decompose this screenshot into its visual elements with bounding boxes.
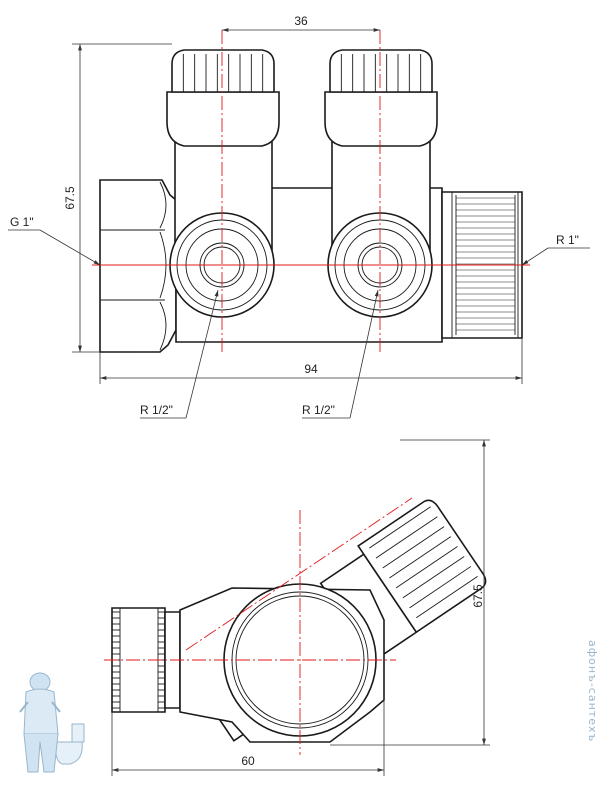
inlet-thread-label: G 1"	[10, 215, 34, 229]
dim-width-side-label: 60	[241, 754, 255, 768]
dim-width-side	[111, 700, 385, 776]
branch-right-thread-label: R 1/2"	[302, 403, 335, 417]
outlet-thread-label: R 1"	[556, 233, 579, 247]
dim-height-top	[72, 43, 172, 353]
dim-spacing-label: 36	[294, 14, 308, 28]
branch-right	[324, 49, 438, 318]
dim-length	[99, 338, 523, 384]
watermark-text: афонъ-сантехъ	[586, 640, 599, 743]
top-view-axes	[92, 30, 530, 355]
top-view: 36 67.5 94 G 1" R 1" R 1/2"	[8, 14, 590, 419]
leader-branch-right	[302, 289, 379, 419]
dim-height-top-label: 67.5	[63, 186, 77, 210]
side-view-axes	[104, 497, 413, 755]
dim-height-side	[330, 439, 490, 746]
leader-outlet	[521, 247, 590, 266]
branch-left-thread-label: R 1/2"	[140, 403, 173, 417]
side-view: 67.5 60	[104, 439, 490, 776]
leader-branch-left	[140, 289, 219, 419]
dim-length-label: 94	[304, 362, 318, 376]
plumber-logo	[19, 672, 85, 773]
inlet-female-body	[99, 179, 177, 353]
dim-height-side-label: 67.5	[471, 584, 485, 608]
branch-left	[166, 49, 280, 318]
leader-inlet	[8, 229, 101, 266]
